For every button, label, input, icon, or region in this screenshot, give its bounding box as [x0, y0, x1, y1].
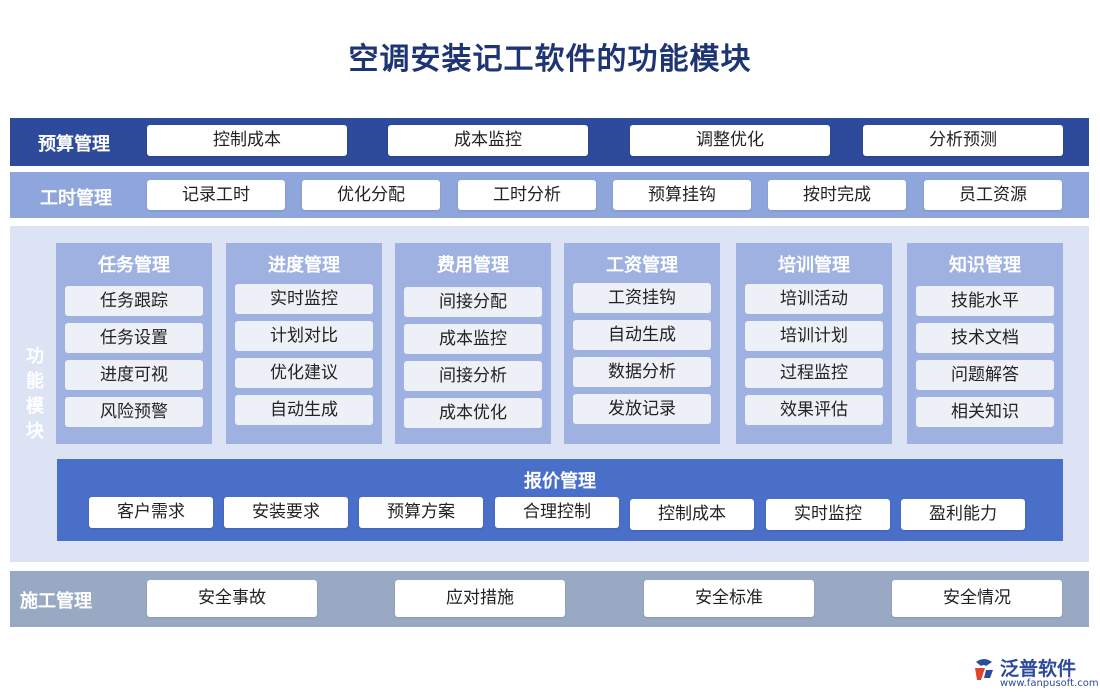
budget-item[interactable]: 控制成本: [147, 125, 347, 156]
quote-item[interactable]: 预算方案: [359, 497, 483, 528]
module-wage-management: 工资管理 工资挂钩 自动生成 数据分析 发放记录: [564, 243, 720, 444]
module-training-management: 培训管理 培训活动 培训计划 过程监控 效果评估: [736, 243, 892, 444]
worktime-management-label: 工时管理: [40, 188, 112, 209]
construction-item[interactable]: 应对措施: [395, 580, 565, 617]
module-title: 工资管理: [606, 255, 678, 276]
module-item[interactable]: 相关知识: [916, 397, 1054, 427]
construction-management-band: 施工管理 安全事故 应对措施 安全标准 安全情况: [10, 571, 1089, 627]
module-item[interactable]: 自动生成: [235, 395, 373, 425]
quote-item[interactable]: 盈利能力: [901, 499, 1025, 530]
worktime-item[interactable]: 优化分配: [302, 180, 440, 210]
module-item[interactable]: 自动生成: [573, 320, 711, 350]
functional-modules-block: 功能模块 任务管理 任务跟踪 任务设置 进度可视 风险预警 进度管理 实时监控 …: [10, 226, 1089, 562]
module-item[interactable]: 计划对比: [235, 321, 373, 351]
module-item[interactable]: 任务跟踪: [65, 286, 203, 316]
quote-management-title: 报价管理: [524, 471, 596, 492]
module-item[interactable]: 技能水平: [916, 286, 1054, 316]
module-knowledge-management: 知识管理 技能水平 技术文档 问题解答 相关知识: [907, 243, 1063, 444]
fanpu-logo-icon: [975, 659, 993, 680]
module-item[interactable]: 过程监控: [745, 358, 883, 388]
module-item[interactable]: 优化建议: [235, 358, 373, 388]
module-item[interactable]: 风险预警: [65, 397, 203, 427]
worktime-management-band: 工时管理 记录工时 优化分配 工时分析 预算挂钩 按时完成 员工资源: [10, 172, 1089, 218]
module-item[interactable]: 成本优化: [404, 398, 542, 428]
module-title: 任务管理: [98, 255, 170, 276]
budget-management-label: 预算管理: [38, 134, 110, 155]
worktime-item[interactable]: 工时分析: [458, 180, 596, 210]
functional-modules-label: 功能模块: [26, 346, 44, 442]
module-cost-management: 费用管理 间接分配 成本监控 间接分析 成本优化: [395, 243, 551, 444]
module-item[interactable]: 实时监控: [235, 284, 373, 314]
construction-management-label: 施工管理: [20, 591, 92, 612]
fanpu-logo: 泛普软件 www.fanpusoft.com: [972, 652, 1099, 696]
quote-item[interactable]: 控制成本: [630, 499, 754, 530]
budget-management-band: 预算管理 控制成本 成本监控 调整优化 分析预测: [10, 118, 1089, 166]
worktime-item[interactable]: 按时完成: [768, 180, 906, 210]
module-item[interactable]: 间接分配: [404, 287, 542, 317]
module-task-management: 任务管理 任务跟踪 任务设置 进度可视 风险预警: [56, 243, 212, 444]
page-title: 空调安装记工软件的功能模块: [348, 42, 752, 77]
module-item[interactable]: 培训计划: [745, 321, 883, 351]
module-item[interactable]: 培训活动: [745, 284, 883, 314]
module-item[interactable]: 进度可视: [65, 360, 203, 390]
budget-item[interactable]: 成本监控: [388, 125, 588, 156]
module-item[interactable]: 任务设置: [65, 323, 203, 353]
module-item[interactable]: 发放记录: [573, 394, 711, 424]
quote-item[interactable]: 实时监控: [766, 499, 890, 530]
quote-item[interactable]: 安装要求: [224, 497, 348, 528]
module-title: 培训管理: [778, 255, 850, 276]
module-progress-management: 进度管理 实时监控 计划对比 优化建议 自动生成: [226, 243, 382, 444]
module-item[interactable]: 工资挂钩: [573, 283, 711, 313]
worktime-item[interactable]: 预算挂钩: [613, 180, 751, 210]
construction-item[interactable]: 安全情况: [892, 580, 1062, 617]
quote-item[interactable]: 客户需求: [89, 497, 213, 528]
module-title: 进度管理: [268, 255, 340, 276]
construction-item[interactable]: 安全标准: [644, 580, 814, 617]
module-item[interactable]: 间接分析: [404, 361, 542, 391]
construction-item[interactable]: 安全事故: [147, 580, 317, 617]
logo-url: www.fanpusoft.com: [1000, 678, 1099, 689]
module-item[interactable]: 成本监控: [404, 324, 542, 354]
worktime-item[interactable]: 员工资源: [924, 180, 1062, 210]
module-item[interactable]: 效果评估: [745, 395, 883, 425]
module-item[interactable]: 技术文档: [916, 323, 1054, 353]
quote-item[interactable]: 合理控制: [495, 497, 619, 528]
budget-item[interactable]: 分析预测: [863, 125, 1063, 156]
module-item[interactable]: 数据分析: [573, 357, 711, 387]
logo-name: 泛普软件: [1000, 658, 1077, 680]
budget-item[interactable]: 调整优化: [630, 125, 830, 156]
quote-management-block: 报价管理 客户需求 安装要求 预算方案 合理控制 控制成本 实时监控 盈利能力: [57, 459, 1063, 541]
module-title: 费用管理: [437, 255, 509, 276]
module-title: 知识管理: [949, 255, 1021, 276]
module-item[interactable]: 问题解答: [916, 360, 1054, 390]
worktime-item[interactable]: 记录工时: [147, 180, 285, 210]
